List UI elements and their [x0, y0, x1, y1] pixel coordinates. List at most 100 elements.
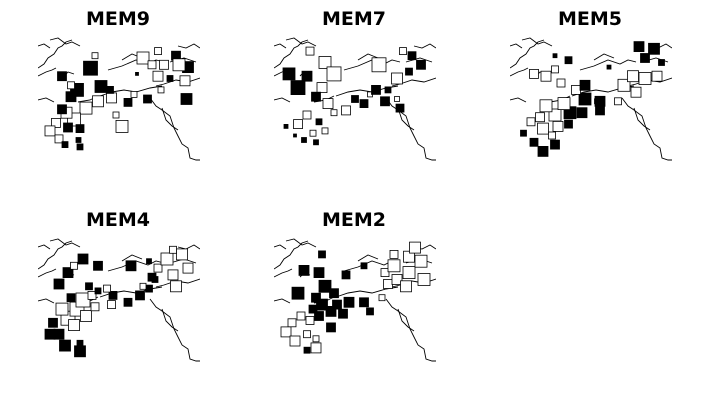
station-square [106, 86, 114, 94]
coastline [38, 268, 57, 278]
station-square [55, 302, 69, 316]
map [274, 36, 444, 166]
coastline [38, 298, 55, 304]
station-square [103, 284, 111, 293]
coastline [149, 97, 200, 161]
station-square [67, 81, 75, 90]
station-square [112, 111, 120, 119]
station-square [399, 47, 407, 56]
station-square [298, 264, 310, 276]
coastline [38, 39, 73, 69]
station-square [283, 124, 289, 129]
station-square [182, 262, 194, 274]
coastline [121, 254, 143, 262]
station-square [330, 109, 338, 117]
station-square [366, 307, 374, 316]
station-square [400, 280, 412, 293]
station-square [329, 288, 339, 299]
station-square [316, 82, 328, 93]
coastline [391, 77, 436, 87]
coastline [357, 254, 379, 262]
station-square [387, 259, 401, 273]
station-square [359, 297, 369, 308]
station-square [606, 64, 612, 70]
station-square [414, 254, 428, 268]
station-square [371, 85, 381, 95]
station-square [409, 241, 421, 254]
station-square [360, 262, 368, 270]
panel-title: MEM2 [321, 209, 386, 231]
panel-mem7: MEM7 [274, 8, 444, 178]
station-square [48, 317, 58, 328]
station-square [44, 328, 56, 340]
coastline [357, 53, 379, 61]
coastline [38, 244, 51, 250]
coastline [285, 37, 317, 47]
station-square [94, 287, 102, 295]
station-square [93, 260, 103, 271]
station-square [305, 46, 315, 56]
coastline [274, 298, 291, 304]
station-square [282, 67, 296, 81]
coastline [593, 53, 615, 61]
station-square [305, 316, 315, 325]
station-square [139, 282, 147, 290]
map-svg [38, 37, 200, 161]
station-square [316, 298, 328, 311]
station-square [303, 346, 311, 354]
station-square [54, 134, 64, 144]
station-square [402, 266, 416, 280]
coastline [510, 43, 523, 49]
map [38, 36, 208, 166]
station-square [303, 330, 311, 339]
station-square [321, 127, 329, 135]
coastline [177, 244, 200, 250]
station-square [293, 133, 297, 138]
station-square [380, 96, 390, 107]
station-square [579, 79, 591, 91]
station-square [152, 70, 164, 82]
coastline [274, 268, 293, 278]
station-square [326, 66, 342, 82]
station-square [332, 299, 342, 310]
station-square [595, 105, 605, 116]
station-square [180, 93, 193, 105]
map-svg [38, 238, 200, 362]
station-square [75, 137, 82, 143]
station-square [53, 328, 65, 340]
map [38, 237, 208, 367]
panel-mem2: MEM2 [274, 209, 444, 379]
station-square [107, 300, 116, 309]
station-square [153, 263, 163, 273]
coastline [161, 107, 179, 131]
station-square [115, 120, 129, 133]
station-square [391, 274, 403, 285]
station-square [552, 121, 564, 132]
coastline [405, 57, 433, 63]
station-square [630, 86, 642, 98]
station-square [291, 286, 305, 300]
station-square [309, 129, 317, 137]
coastline [38, 67, 57, 77]
station-square [280, 326, 292, 338]
coastline [285, 238, 317, 248]
coastline [633, 107, 651, 131]
station-square [564, 119, 573, 129]
coastline [161, 308, 179, 332]
station-square [106, 92, 117, 104]
station-square [65, 91, 77, 103]
station-square [75, 292, 91, 308]
panel-title: MEM5 [557, 8, 622, 30]
station-square [91, 52, 99, 60]
station-square [638, 72, 652, 85]
station-square [594, 98, 600, 105]
map-svg [510, 37, 672, 161]
station-square [170, 280, 182, 293]
station-square [68, 319, 80, 331]
coastline [49, 238, 81, 248]
coastline [397, 308, 415, 332]
station-square [296, 311, 306, 321]
coastline [38, 240, 73, 270]
coastline [38, 43, 51, 49]
station-square [151, 276, 159, 283]
